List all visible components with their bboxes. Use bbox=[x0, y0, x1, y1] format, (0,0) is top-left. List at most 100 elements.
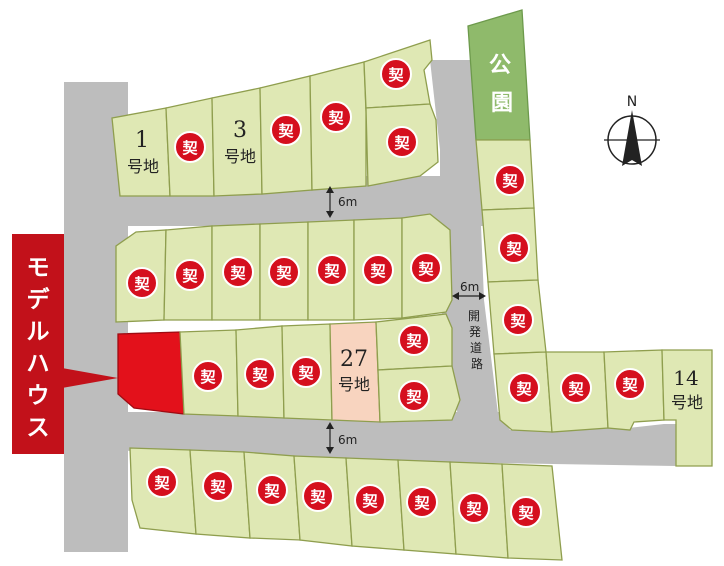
dimension-upper: 6m bbox=[326, 186, 357, 218]
svg-text:契: 契 bbox=[621, 376, 638, 394]
contract-mark: 契 bbox=[302, 480, 334, 512]
svg-text:契: 契 bbox=[309, 488, 326, 506]
lot-3-suffix: 号地 bbox=[224, 147, 256, 166]
contract-mark: 契 bbox=[202, 470, 234, 502]
contract-mark: 契 bbox=[498, 232, 530, 264]
lot-14-suffix: 号地 bbox=[671, 393, 703, 412]
road-width-lower-label: 6m bbox=[338, 433, 357, 447]
svg-text:契: 契 bbox=[327, 109, 344, 127]
contract-mark: 契 bbox=[398, 324, 430, 356]
development-road-label-4: 路 bbox=[471, 356, 483, 371]
road-width-side-label: 6m bbox=[460, 280, 479, 294]
svg-text:契: 契 bbox=[393, 134, 410, 152]
contract-mark: 契 bbox=[256, 474, 288, 506]
contract-mark: 契 bbox=[560, 372, 592, 404]
svg-text:契: 契 bbox=[387, 66, 404, 84]
contract-mark: 契 bbox=[174, 131, 206, 163]
contract-mark: 契 bbox=[222, 256, 254, 288]
svg-text:契: 契 bbox=[413, 494, 430, 512]
lot-27-suffix: 号地 bbox=[338, 375, 370, 394]
lot-14 bbox=[661, 349, 713, 467]
contract-marks: 契 契 契 契 契 契 契 契 契 契 契 契 契 契 契 契 契 契 契 契 … bbox=[126, 58, 646, 528]
svg-text:契: 契 bbox=[181, 267, 198, 285]
svg-text:契: 契 bbox=[465, 500, 482, 518]
svg-text:契: 契 bbox=[263, 482, 280, 500]
model-house-banner bbox=[12, 234, 64, 454]
contract-mark: 契 bbox=[386, 126, 418, 158]
svg-text:契: 契 bbox=[297, 364, 314, 382]
block-middle-north-row bbox=[115, 213, 453, 323]
contract-mark: 契 bbox=[126, 267, 158, 299]
development-road-label-1: 開 bbox=[468, 309, 480, 323]
road-width-upper-label: 6m bbox=[338, 195, 357, 209]
block-north bbox=[111, 39, 439, 197]
north-arrow-pointer bbox=[622, 110, 642, 166]
contract-mark: 契 bbox=[362, 254, 394, 286]
svg-text:契: 契 bbox=[517, 504, 534, 522]
svg-text:契: 契 bbox=[209, 478, 226, 496]
dimension-lower: 6m bbox=[326, 422, 357, 454]
svg-text:契: 契 bbox=[153, 474, 170, 492]
model-house-label-2: デ bbox=[27, 286, 51, 313]
svg-text:契: 契 bbox=[405, 388, 422, 406]
svg-text:契: 契 bbox=[505, 240, 522, 258]
lot-1-number: 1 bbox=[135, 128, 149, 153]
contract-mark: 契 bbox=[614, 368, 646, 400]
block-south bbox=[129, 447, 563, 561]
lot-27-parcel bbox=[329, 321, 381, 423]
north-label: N bbox=[627, 94, 637, 110]
contract-mark: 契 bbox=[244, 358, 276, 390]
dimension-side: 6m bbox=[452, 280, 486, 300]
contract-mark: 契 bbox=[508, 372, 540, 404]
development-road-label-3: 道 bbox=[470, 341, 482, 355]
park-label-1: 公 bbox=[489, 53, 511, 78]
svg-text:契: 契 bbox=[199, 368, 216, 386]
lot-14-number: 14 bbox=[673, 366, 698, 390]
contract-mark: 契 bbox=[510, 496, 542, 528]
model-house-label-5: ウ bbox=[27, 383, 50, 409]
development-road-label-2: 発 bbox=[469, 325, 481, 339]
contract-mark: 契 bbox=[502, 304, 534, 336]
contract-mark: 契 bbox=[380, 58, 412, 90]
model-house-label-3: ル bbox=[27, 319, 50, 345]
park-label-2: 園 bbox=[491, 91, 513, 116]
contract-mark: 契 bbox=[270, 114, 302, 146]
contract-mark: 契 bbox=[410, 252, 442, 284]
contract-mark: 契 bbox=[174, 259, 206, 291]
contract-mark: 契 bbox=[494, 164, 526, 196]
lot-27-number: 27 bbox=[340, 347, 368, 372]
contract-mark: 契 bbox=[398, 380, 430, 412]
model-house-pointer bbox=[62, 368, 118, 388]
contract-mark: 契 bbox=[268, 256, 300, 288]
lot-3-number: 3 bbox=[233, 118, 247, 143]
svg-text:契: 契 bbox=[369, 262, 386, 280]
model-house-callout: モ デ ル ハ ウ ス bbox=[12, 234, 118, 454]
model-house-lot bbox=[117, 331, 185, 415]
svg-text:契: 契 bbox=[251, 366, 268, 384]
svg-text:契: 契 bbox=[275, 264, 292, 282]
contract-mark: 契 bbox=[320, 101, 352, 133]
contract-mark: 契 bbox=[354, 484, 386, 516]
svg-text:契: 契 bbox=[501, 172, 518, 190]
lot-1-suffix: 号地 bbox=[127, 157, 159, 176]
svg-text:契: 契 bbox=[229, 264, 246, 282]
svg-text:契: 契 bbox=[133, 275, 150, 293]
contract-mark: 契 bbox=[146, 466, 178, 498]
svg-text:契: 契 bbox=[567, 380, 584, 398]
contract-mark: 契 bbox=[458, 492, 490, 524]
contract-mark: 契 bbox=[192, 360, 224, 392]
model-house-label-4: ハ bbox=[27, 351, 50, 377]
svg-text:契: 契 bbox=[361, 492, 378, 510]
svg-text:契: 契 bbox=[417, 260, 434, 278]
svg-text:契: 契 bbox=[509, 312, 526, 330]
model-house-label-6: ス bbox=[27, 415, 50, 441]
contract-mark: 契 bbox=[316, 254, 348, 286]
contract-mark: 契 bbox=[406, 486, 438, 518]
model-house-label-1: モ bbox=[27, 255, 50, 281]
svg-text:契: 契 bbox=[181, 139, 198, 157]
svg-text:契: 契 bbox=[405, 332, 422, 350]
svg-text:契: 契 bbox=[515, 380, 532, 398]
svg-text:契: 契 bbox=[323, 262, 340, 280]
north-arrow: N bbox=[604, 94, 660, 166]
